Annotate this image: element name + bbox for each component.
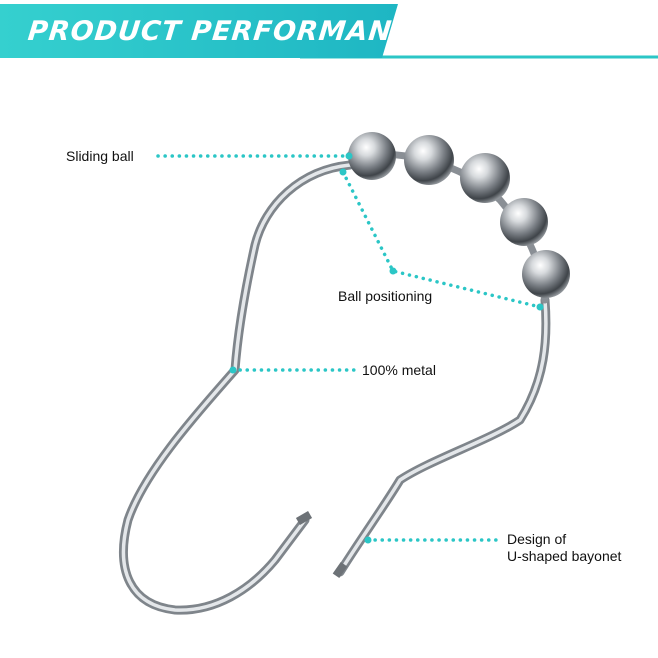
ball-4 xyxy=(500,198,548,246)
callout-dot-ball-positioning-mid xyxy=(389,267,397,275)
banner-shape xyxy=(0,4,658,59)
label-metal: 100% metal xyxy=(362,362,436,378)
callout-dot-ball-positioning-top xyxy=(339,168,347,176)
label-ball-positioning: Ball positioning xyxy=(338,288,433,304)
label-sliding-ball: Sliding ball xyxy=(66,148,134,164)
callout-dot-ball-positioning-end xyxy=(536,303,544,311)
ball-1 xyxy=(348,132,396,180)
label-design: Design of U-shaped bayonet xyxy=(507,531,621,565)
wire-end-left xyxy=(295,511,313,525)
label-design-line1: Design of xyxy=(507,531,567,547)
callout-line-ball-positioning xyxy=(341,170,542,309)
wire-end-right xyxy=(332,561,348,579)
callout-dot-metal xyxy=(229,366,237,374)
sliding-balls xyxy=(348,132,570,298)
label-design-line2: U-shaped bayonet xyxy=(507,548,622,564)
ball-5 xyxy=(522,250,570,298)
ball-2 xyxy=(404,135,454,185)
header-banner: PRODUCT PERFORMANCE xyxy=(0,0,658,66)
banner-background xyxy=(0,4,398,58)
hook-wire xyxy=(119,150,551,615)
ball-3 xyxy=(460,153,510,203)
callout-dot-design xyxy=(364,536,372,544)
callout-dot-sliding-ball xyxy=(345,152,353,160)
